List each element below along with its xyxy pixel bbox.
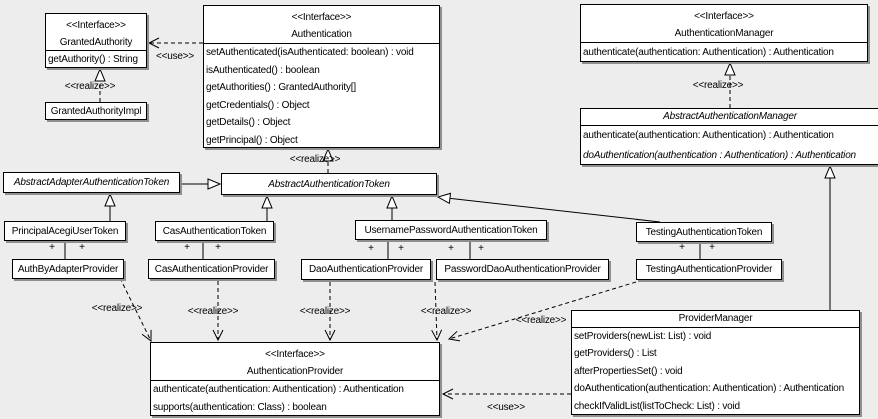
- method-label: supports(authentication: Class) : boolea…: [153, 402, 327, 413]
- method-label: authenticate(authentication: Authenticat…: [153, 384, 404, 395]
- multiplicity-label: +: [398, 243, 404, 254]
- realize-label: <<realize>>: [420, 306, 472, 317]
- class-name: AbstractAuthenticationToken: [268, 178, 390, 190]
- realize-authbyadapterprovider: [119, 277, 152, 343]
- class-name: AuthenticationProvider: [246, 366, 344, 377]
- method-label: checkIfValidList(listToCheck: List) : vo…: [574, 400, 740, 412]
- generalization-testingtoken-to-abstracttoken: [436, 192, 661, 223]
- class-auth-by-adapter-provider[interactable]: AuthByAdapterProvider: [12, 259, 124, 279]
- class-name: GrantedAuthority: [59, 37, 133, 48]
- method-label: getDetails() : Object: [206, 117, 291, 128]
- method-label: setAuthenticated(isAuthenticated: boolea…: [206, 47, 414, 58]
- method-label: getPrincipal() : Object: [206, 134, 298, 146]
- class-cas-authentication-provider[interactable]: CasAuthenticationProvider: [148, 259, 275, 279]
- class-abstract-authentication-manager[interactable]: AbstractAuthenticationManager authentica…: [580, 108, 878, 165]
- class-name: CasAuthenticationProvider: [154, 263, 269, 275]
- class-name: AbstractAuthenticationManager: [581, 109, 878, 126]
- method-label: getAuthorities() : GrantedAuthority[]: [206, 82, 356, 93]
- multiplicity-label: +: [184, 242, 190, 253]
- method-label: isAuthenticated() : boolean: [206, 64, 320, 76]
- method-label: getAuthority() : String: [48, 54, 138, 65]
- stereotype-label: <<Interface>>: [265, 349, 325, 360]
- class-principal-acegi-user-token[interactable]: PrincipalAcegiUserToken: [4, 221, 126, 241]
- realize-label: <<realize>>: [91, 303, 143, 314]
- multiplicity-label: +: [79, 242, 85, 253]
- class-testing-authentication-provider[interactable]: TestingAuthenticationProvider: [636, 259, 782, 280]
- class-cas-authentication-token[interactable]: CasAuthenticationToken: [155, 221, 274, 241]
- class-name: ProviderManager: [572, 311, 859, 328]
- realize-label: <<realize>>: [299, 306, 351, 317]
- class-granted-authority[interactable]: <<Interface>> GrantedAuthority getAuthor…: [45, 13, 147, 68]
- multiplicity-label: +: [478, 243, 484, 254]
- class-name: CasAuthenticationToken: [162, 225, 267, 237]
- class-testing-authentication-token[interactable]: TestingAuthenticationToken: [636, 222, 772, 242]
- class-name: PrincipalAcegiUserToken: [11, 225, 119, 237]
- stereotype-label: <<Interface>>: [291, 12, 352, 23]
- method-label: authenticate(authentication: Authenticat…: [583, 130, 834, 141]
- stereotype-label: <<Interface>>: [694, 11, 754, 22]
- class-authentication-provider[interactable]: <<Interface>> AuthenticationProvider aut…: [150, 342, 440, 416]
- method-label: afterPropertiesSet() : void: [574, 365, 683, 377]
- realize-label: <<realize>>: [515, 315, 567, 326]
- class-abstract-authentication-token[interactable]: AbstractAuthenticationToken: [221, 173, 437, 195]
- class-granted-authority-impl[interactable]: GrantedAuthorityImpl: [45, 102, 147, 120]
- class-authentication[interactable]: <<Interface>> Authentication setAuthenti…: [203, 5, 440, 148]
- class-name: AuthByAdapterProvider: [17, 263, 119, 275]
- multiplicity-label: +: [679, 242, 685, 253]
- class-name: PasswordDaoAuthenticationProvider: [444, 264, 601, 275]
- class-name: GrantedAuthorityImpl: [50, 105, 142, 117]
- method-label: setProviders(newList: List) : void: [574, 331, 712, 342]
- multiplicity-label: +: [49, 242, 55, 253]
- realize-testingprovider: [447, 281, 637, 342]
- class-username-password-authentication-token[interactable]: UsernamePasswordAuthenticationToken: [355, 220, 547, 240]
- method-label: getProviders() : List: [574, 348, 657, 360]
- class-name: AuthenticationManager: [674, 28, 774, 39]
- class-password-dao-authentication-provider[interactable]: PasswordDaoAuthenticationProvider: [436, 259, 609, 280]
- class-name: DaoAuthenticationProvider: [309, 264, 423, 275]
- class-name: UsernamePasswordAuthenticationToken: [364, 224, 538, 236]
- method-label: doAuthentication(authentication : Authen…: [583, 150, 856, 161]
- class-provider-manager[interactable]: ProviderManager setProviders(newList: Li…: [571, 310, 860, 415]
- stereotype-label: <<Interface>>: [66, 20, 126, 31]
- class-abstract-adapter-authentication-token[interactable]: AbstractAdapterAuthenticationToken: [3, 172, 180, 193]
- class-name: TestingAuthenticationProvider: [645, 264, 773, 275]
- method-label: getCredentials() : Object: [206, 99, 310, 111]
- realize-label: <<realize>>: [692, 80, 744, 91]
- multiplicity-label: +: [448, 243, 454, 254]
- class-name: TestingAuthenticationToken: [645, 226, 763, 238]
- class-dao-authentication-provider[interactable]: DaoAuthenticationProvider: [301, 259, 431, 280]
- realize-passworddaoprovider: [431, 281, 443, 342]
- realize-label: <<realize>>: [64, 81, 116, 92]
- use-label: <<use>>: [486, 402, 526, 413]
- class-authentication-manager[interactable]: <<Interface>> AuthenticationManager auth…: [580, 4, 868, 62]
- class-name: AbstractAdapterAuthenticationToken: [13, 177, 170, 188]
- multiplicity-label: +: [368, 243, 374, 254]
- multiplicity-label: +: [215, 242, 221, 253]
- realize-label: <<realize>>: [187, 306, 239, 317]
- method-label: authenticate(authentication: Authenticat…: [583, 47, 834, 58]
- class-name: Authentication: [291, 29, 352, 40]
- realize-label: <<realize>>: [289, 154, 341, 165]
- multiplicity-label: +: [709, 242, 715, 253]
- method-label: doAuthentication(authentication: Authent…: [574, 383, 844, 395]
- use-label: <<use>>: [155, 51, 195, 62]
